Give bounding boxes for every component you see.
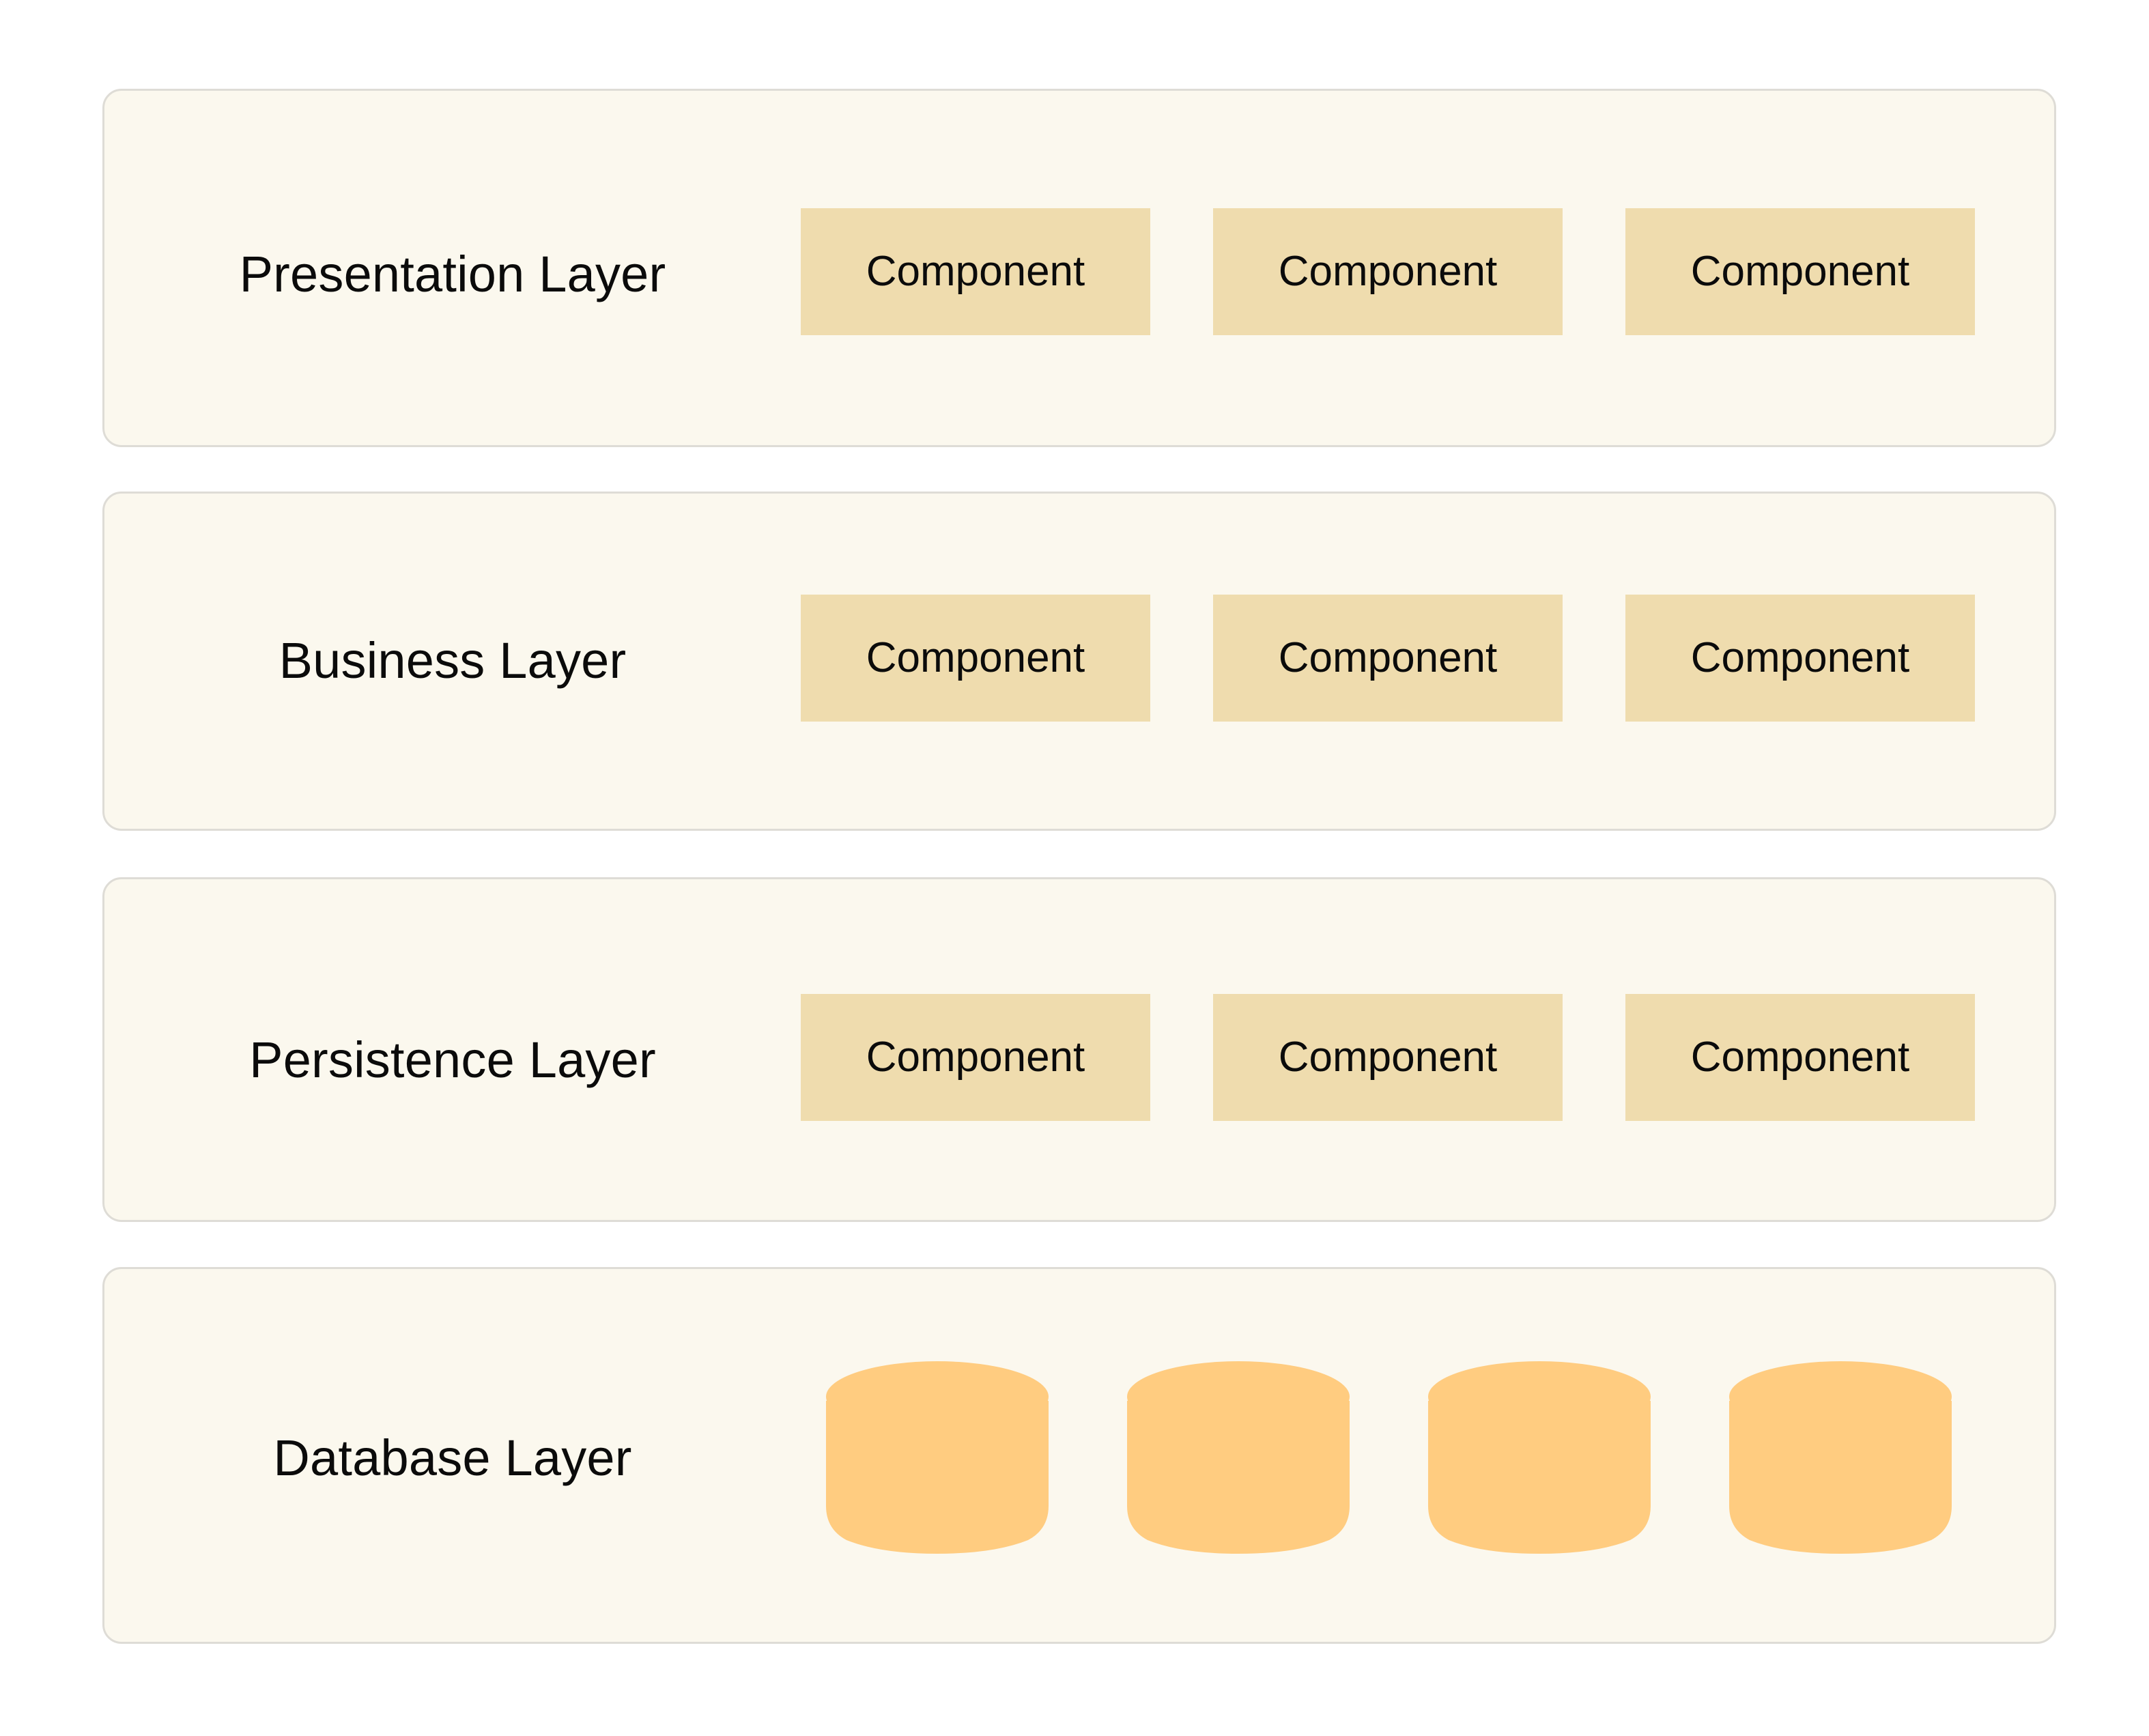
component-row-business: Component Component Component	[801, 595, 1995, 722]
component-box[interactable]: Component	[1625, 994, 1975, 1121]
component-box[interactable]: Component	[1213, 208, 1563, 335]
layer-label-business: Business Layer	[279, 632, 627, 689]
component-box[interactable]: Component	[801, 595, 1150, 722]
database-cylinder-row	[826, 1361, 2055, 1554]
database-cylinder-icon[interactable]	[826, 1361, 1049, 1554]
component-row-presentation: Component Component Component	[801, 208, 1995, 335]
layer-stack: Presentation Layer Component Component C…	[102, 89, 2056, 1644]
database-cylinder-icon[interactable]	[1428, 1361, 1651, 1554]
layer-panel-database[interactable]: Database Layer	[102, 1267, 2056, 1644]
layer-label-presentation: Presentation Layer	[239, 246, 666, 302]
component-box[interactable]: Component	[1625, 208, 1975, 335]
component-box[interactable]: Component	[801, 994, 1150, 1121]
layer-label-database: Database Layer	[273, 1429, 632, 1486]
component-box[interactable]: Component	[1625, 595, 1975, 722]
layer-panel-presentation[interactable]: Presentation Layer Component Component C…	[102, 89, 2056, 447]
layer-panel-persistence[interactable]: Persistence Layer Component Component Co…	[102, 877, 2056, 1222]
database-cylinder-icon[interactable]	[1729, 1361, 1952, 1554]
layer-label-persistence: Persistence Layer	[249, 1031, 656, 1088]
layer-panel-business[interactable]: Business Layer Component Component Compo…	[102, 492, 2056, 831]
component-box[interactable]: Component	[1213, 994, 1563, 1121]
component-row-persistence: Component Component Component	[801, 994, 1995, 1121]
component-box[interactable]: Component	[801, 208, 1150, 335]
database-cylinder-icon[interactable]	[1127, 1361, 1350, 1554]
component-box[interactable]: Component	[1213, 595, 1563, 722]
